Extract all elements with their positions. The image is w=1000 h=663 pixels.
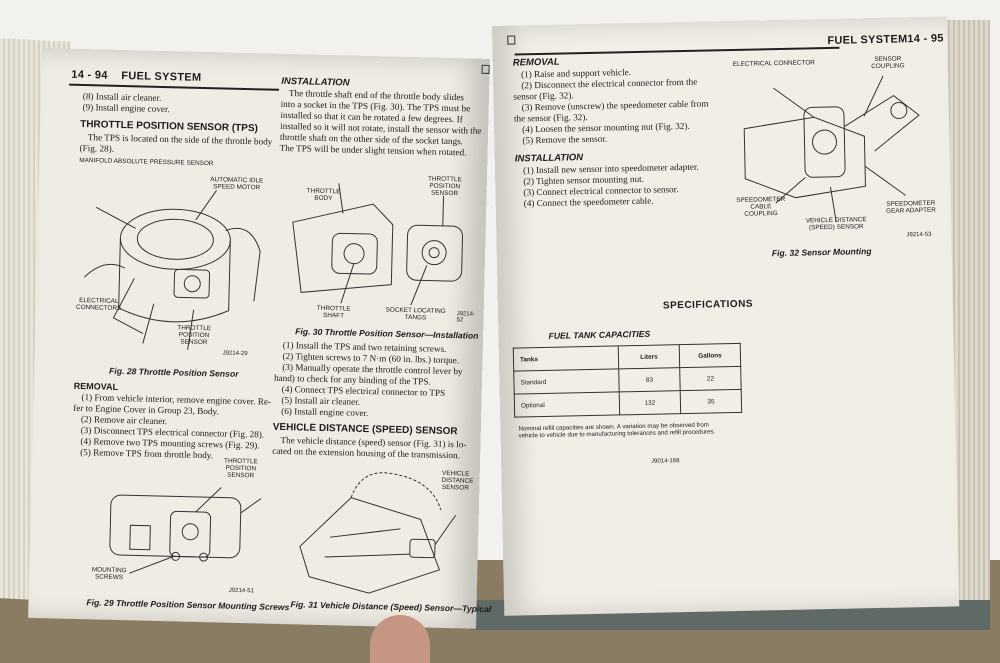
r-removal-5: (5) Remove the sensor. [522, 133, 608, 146]
right-page: FUEL SYSTEM 14 - 95 REMOVAL (1) Raise an… [492, 16, 960, 616]
header-rule-right [514, 46, 840, 56]
r-removal-2: (2) Disconnect the electrical connector … [521, 76, 698, 91]
transmission-drawing [299, 472, 457, 594]
installation-heading-left: INSTALLATION [281, 75, 350, 89]
removal-heading-right: REMOVAL [512, 56, 560, 69]
section-title-right: FUEL SYSTEM [827, 33, 908, 47]
page-number-left: 14 - 94 [71, 68, 108, 82]
r-install-4: (4) Connect the speedometer cable. [523, 195, 654, 209]
fig28-code: J9214-29 [222, 350, 248, 358]
col-gallons: Gallons [679, 343, 741, 368]
row-standard-name: Standard [513, 368, 620, 395]
label-throttle-body: THROTTLE BODY [306, 187, 341, 203]
figure-29: THROTTLE POSITION SENSOR MOUNTING SCREWS… [89, 454, 272, 598]
fig29-caption: Fig. 29 Throttle Position Sensor Mountin… [86, 597, 290, 613]
label-speedometer-cable-coupling: SPEEDOMETER CABLE COUPLING [736, 195, 786, 218]
label-tps-fig29: THROTTLE POSITION SENSOR [224, 457, 258, 480]
removal-heading-left: REMOVAL [73, 380, 119, 392]
table-row: Optional 132 35 [514, 389, 742, 418]
label-speedometer-gear-adapter: SPEEDOMETER GEAR ADAPTER [886, 199, 936, 215]
label-sensor-coupling: SENSOR COUPLING [871, 55, 905, 71]
label-vehicle-distance-sensor: VEHICLE DISTANCE SENSOR [441, 469, 474, 492]
label-tps-fig30: THROTTLE POSITION SENSOR [427, 175, 462, 198]
fig29-code: J9214-51 [228, 587, 254, 595]
intro-line-2: (9) Install engine cover. [82, 102, 170, 115]
section-title-left: FUEL SYSTEM [121, 69, 202, 84]
fuel-tank-capacities-title: FUEL TANK CAPACITIES [548, 328, 651, 341]
row-standard-gallons: 22 [679, 366, 742, 391]
capacity-note: Nominal refill capacities are shown. A v… [518, 421, 716, 440]
fig30-caption: Fig. 30 Throttle Position Sensor—Install… [295, 326, 479, 341]
label-mounting-screws: MOUNTING SCREWS [91, 566, 127, 582]
row-optional-gallons: 35 [680, 389, 742, 414]
figure-30: THROTTLE BODY THROTTLE POSITION SENSOR T… [280, 152, 476, 327]
label-tps-fig28: THROTTLE POSITION SENSOR [177, 324, 212, 347]
table-code: J9014-168 [651, 458, 680, 465]
page-corner-mark-right [507, 35, 516, 45]
specifications-heading: SPECIFICATIONS [662, 298, 754, 312]
tps-text-1: The TPS is located on the side of the th… [87, 132, 273, 147]
row-standard-liters: 83 [618, 367, 681, 392]
fig28-caption: Fig. 28 Throttle Position Sensor [109, 365, 239, 379]
thumb [370, 615, 430, 663]
left-page: 14 - 94 FUEL SYSTEM (8) Install air clea… [28, 48, 492, 629]
fig31-caption: Fig. 31 Vehicle Distance (Speed) Sensor—… [290, 599, 492, 615]
page-corner-mark-left [481, 64, 490, 74]
figure-31: VEHICLE DISTANCE SENSOR [289, 456, 474, 600]
sensor-mounting-drawing [743, 75, 920, 222]
throttle-body-drawing [84, 190, 261, 350]
col-tanks: Tanks [513, 345, 619, 372]
label-vehicle-distance-speed-sensor: VEHICLE DISTANCE (SPEED) SENSOR [805, 216, 867, 232]
page-number-right: 14 - 95 [907, 32, 944, 46]
header-rule-left [69, 83, 280, 91]
tps-screws-drawing [109, 487, 262, 574]
row-optional-name: Optional [514, 391, 620, 418]
fuel-tank-table: Tanks Liters Gallons Standard 83 22 Opti… [513, 343, 742, 418]
fig32-code: J9214-53 [906, 231, 932, 239]
tps-text-2: (Fig. 28). [79, 142, 115, 154]
figure-32: ELECTRICAL CONNECTOR SENSOR COUPLING SPE… [733, 55, 937, 234]
figure-28: MANIFOLD ABSOLUTE PRESSURE SENSOR AUTOMA… [72, 157, 267, 362]
label-socket-tangs: SOCKET LOCATING TANGS [385, 306, 446, 322]
fig32-caption: Fig. 32 Sensor Mounting [771, 246, 872, 259]
label-electrical-connectors: ELECTRICAL CONNECTORS [75, 296, 122, 313]
tps-installation-drawing [292, 183, 464, 306]
col-liters: Liters [618, 344, 680, 369]
install-step-6: (6) Install engine cover. [281, 405, 369, 419]
fig30-code: J9214-52 [456, 311, 476, 324]
row-optional-liters: 132 [619, 390, 681, 415]
label-throttle-shaft: THROTTLE SHAFT [316, 304, 351, 320]
label-ais-motor: AUTOMATIC IDLE SPEED MOTOR [210, 176, 264, 192]
installation-heading-right: INSTALLATION [514, 152, 584, 165]
